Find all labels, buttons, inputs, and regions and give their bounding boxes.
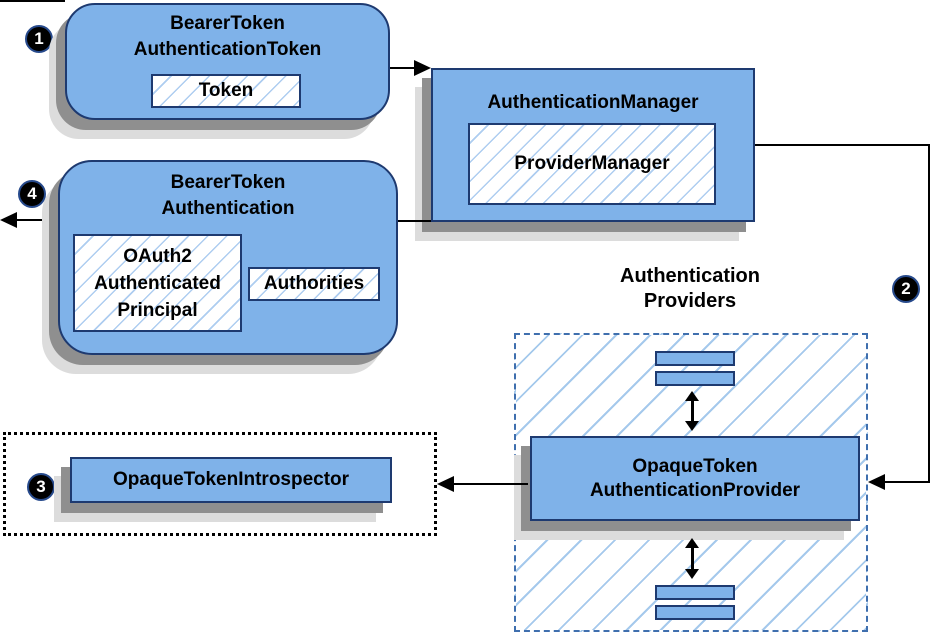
flow-line-step2-bottom (884, 481, 930, 483)
authentication-providers-label: Authentication Providers (620, 265, 760, 312)
step-4-badge: 4 (18, 180, 46, 208)
principal-label: OAuth2 Authenticated Principal (94, 245, 221, 321)
provider-manager-label: ProviderManager (514, 153, 670, 174)
double-arrow-down-icon (685, 421, 699, 431)
arrowhead-left-icon (0, 212, 17, 228)
node-opaque-token-authentication-provider: OpaqueToken AuthenticationProvider (530, 436, 860, 521)
arrowhead-right-icon (414, 60, 431, 76)
node-bearer-token-authentication-token: BearerToken AuthenticationToken Token (65, 3, 390, 120)
node-oauth2-authenticated-principal: OAuth2 Authenticated Principal (73, 234, 242, 332)
node-title: OpaqueTokenIntrospector (112, 469, 350, 490)
arrowhead-left-icon (868, 474, 885, 490)
node-authorities: Authorities (248, 267, 380, 301)
provider-stub-bar (655, 351, 735, 366)
flow-line-step2-right (928, 144, 930, 482)
step-1-badge: 1 (25, 25, 53, 53)
node-title: AuthenticationManager (487, 92, 699, 113)
node-opaque-token-introspector: OpaqueTokenIntrospector (70, 457, 392, 503)
token-label: Token (198, 80, 254, 101)
flow-line-step3 (453, 483, 528, 485)
double-arrow-up-icon (685, 538, 699, 548)
authorities-label: Authorities (263, 273, 365, 294)
step-3-badge: 3 (27, 473, 55, 501)
double-arrow-up-icon (685, 391, 699, 401)
arrowhead-left-icon (437, 476, 454, 492)
step-2-badge: 2 (892, 275, 920, 303)
flow-line-step2-top (755, 144, 930, 146)
flow-line-manager-to-authentication (398, 220, 431, 222)
double-arrow-line (691, 546, 694, 570)
provider-stub-bar (655, 585, 735, 600)
double-arrow-line (691, 399, 694, 422)
outgoing-flow-line (15, 219, 58, 221)
provider-stub-bar (655, 605, 735, 620)
node-title: OpaqueToken AuthenticationProvider (589, 455, 801, 501)
node-title: BearerToken AuthenticationToken (133, 13, 322, 60)
node-bearer-token-authentication: BearerToken Authentication OAuth2 Authen… (58, 160, 398, 355)
node-title: BearerToken Authentication (161, 172, 295, 219)
provider-stub-bar (655, 371, 735, 386)
double-arrow-down-icon (685, 569, 699, 579)
opaque-token-introspector-container: 3 OpaqueTokenIntrospector (3, 432, 437, 536)
node-token: Token (151, 74, 301, 108)
flow-line-token-to-manager (390, 67, 416, 69)
node-authentication-manager: AuthenticationManager ProviderManager (431, 68, 755, 222)
node-provider-manager: ProviderManager (468, 123, 716, 205)
incoming-flow-line (0, 0, 65, 2)
authentication-providers-container: OpaqueToken AuthenticationProvider (514, 333, 868, 632)
